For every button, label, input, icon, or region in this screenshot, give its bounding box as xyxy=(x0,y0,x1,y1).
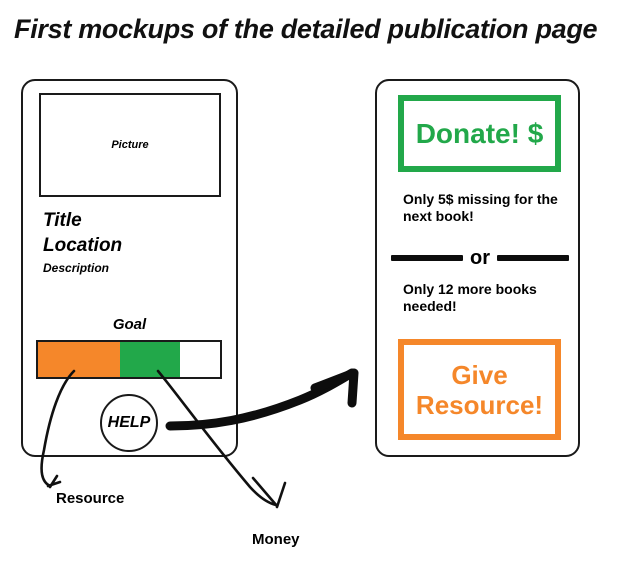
or-divider: or xyxy=(391,247,569,269)
picture-placeholder-box: Picture xyxy=(39,93,221,197)
progress-segment-money xyxy=(119,342,180,377)
donate-button-label: Donate! $ xyxy=(415,117,544,149)
divider-rule-right xyxy=(497,255,569,261)
page-title: First mockups of the detailed publicatio… xyxy=(14,14,598,44)
contribution-page-mockup: Donate! $ Only 5$ missing for the next b… xyxy=(375,79,580,457)
divider-rule-left xyxy=(391,255,463,261)
goal-progress-bar xyxy=(36,340,222,379)
help-button[interactable]: HELP xyxy=(100,394,158,452)
money-arrow-head xyxy=(251,476,287,509)
publication-location: Location xyxy=(43,235,123,256)
publication-description: Description xyxy=(43,261,110,275)
give-resource-button[interactable]: Give Resource! xyxy=(398,339,561,440)
money-callout-label: Money xyxy=(252,531,300,548)
help-to-contribution-arrow-head xyxy=(310,368,359,408)
divider-label: or xyxy=(470,247,490,269)
help-button-label: HELP xyxy=(107,414,151,431)
progress-segment-remaining xyxy=(179,342,220,377)
goal-label: Goal xyxy=(112,316,147,333)
donate-button[interactable]: Donate! $ xyxy=(398,95,561,172)
resource-note: Only 12 more books needed! xyxy=(403,281,537,314)
picture-placeholder-label: Picture xyxy=(111,139,149,151)
publication-title: Title xyxy=(43,210,82,231)
donate-note: Only 5$ missing for the next book! xyxy=(403,191,558,224)
resource-callout-label: Resource xyxy=(56,490,125,507)
resource-arrow-head xyxy=(46,474,62,489)
progress-segment-resource xyxy=(38,342,120,377)
give-resource-button-label: Give Resource! xyxy=(415,359,544,420)
